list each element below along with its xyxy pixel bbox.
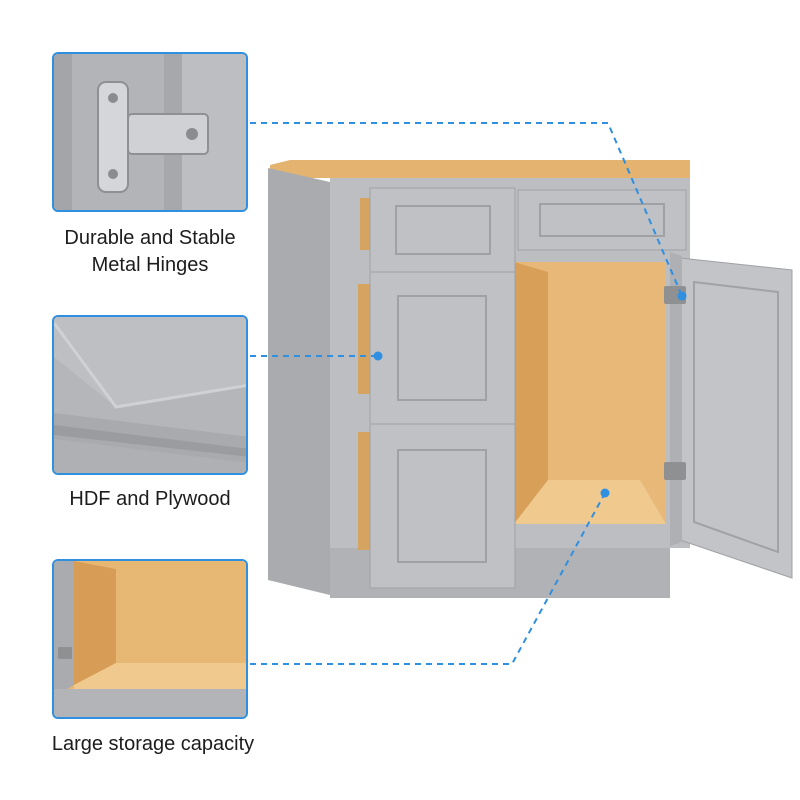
bottom-drawer-box-side — [358, 432, 370, 550]
middle-drawer-recess — [397, 295, 487, 401]
storage-closeup-image — [52, 559, 248, 719]
top-drawer-front — [369, 187, 516, 273]
interior-floor — [514, 480, 666, 524]
storage-caption: Large storage capacity — [22, 731, 284, 758]
middle-drawer-front — [369, 271, 516, 425]
top-drawer-recess — [395, 205, 491, 255]
interior-left-wall — [514, 262, 548, 524]
panel-marker-dot — [373, 351, 383, 361]
panel-closeup-photo — [54, 317, 246, 473]
hinge-caption-line-1: Durable and Stable — [64, 227, 236, 249]
storage-marker-dot — [600, 488, 610, 498]
false-drawer-recess — [539, 203, 665, 237]
open-door — [679, 257, 793, 579]
bottom-drawer-recess — [397, 449, 487, 563]
panel-caption: HDF and Plywood — [40, 486, 260, 513]
panel-caption-line-1: HDF and Plywood — [69, 488, 231, 510]
bottom-drawer-front — [369, 423, 516, 589]
cabinet-left-side — [268, 168, 330, 595]
hinge-closeup-image — [52, 52, 248, 212]
hinge-arm-icon — [127, 113, 209, 155]
lower-hinge — [664, 462, 686, 480]
storage-caption-line-1: Large storage capacity — [51, 733, 255, 755]
panel-closeup-image — [52, 315, 248, 475]
hinge-caption-line-2: Metal Hinges — [91, 254, 209, 276]
hinge-caption: Durable and Stable Metal Hinges — [40, 225, 260, 279]
false-drawer-front — [517, 189, 687, 251]
drawer-box-side — [360, 198, 370, 250]
cabinet-top-edge — [270, 160, 690, 178]
middle-drawer-box-side — [358, 284, 370, 394]
hinge-icon — [58, 647, 72, 659]
hinge-leader-line — [250, 122, 683, 297]
hinge-closeup-photo — [54, 54, 246, 210]
hinge-marker-dot — [677, 291, 687, 301]
door-panel-recess — [693, 280, 779, 554]
storage-closeup-photo — [54, 561, 246, 717]
